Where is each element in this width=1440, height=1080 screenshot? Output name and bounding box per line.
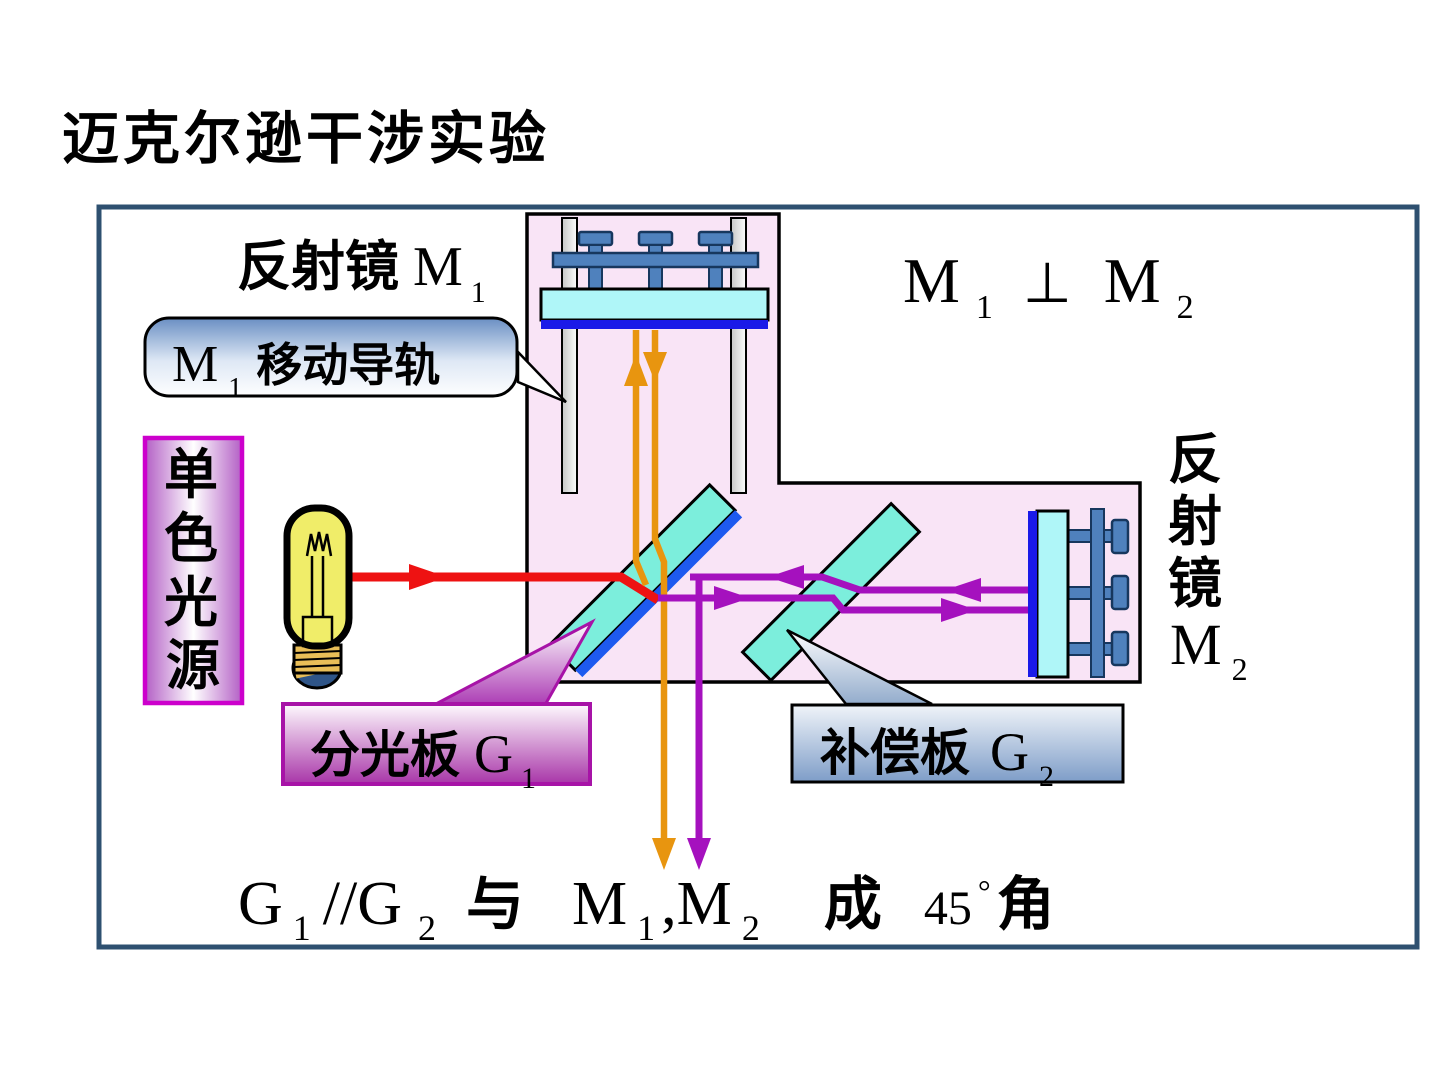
m1-rail-group	[561, 217, 747, 494]
mirror-m2-glass	[1035, 509, 1070, 679]
lamp-glass-body	[283, 504, 353, 650]
beam-purple-out-arrow-2	[941, 598, 977, 622]
rail-right	[730, 217, 747, 494]
m2-mount-bar	[1090, 508, 1105, 678]
beam-purple-return-arrow-1	[945, 578, 981, 602]
rail-callout-box: M 1 移动导轨	[143, 316, 519, 404]
label-relation: M 1 ⊥ M 2	[903, 245, 1194, 326]
splitter-label-box: 分光板 G 1	[281, 702, 592, 795]
m2-bolt-cap	[1110, 574, 1130, 611]
rail-left	[561, 217, 578, 494]
lamp-screw-ridge	[293, 664, 342, 668]
beam-purple-return	[690, 573, 1028, 594]
beam-purple-out-arrow-1	[714, 586, 750, 610]
m1-mount-bar	[551, 251, 760, 269]
beam-orange-up-arrow	[624, 354, 648, 386]
lamp-filament	[305, 531, 333, 557]
m1-bolt-cap	[697, 230, 734, 247]
m1-bolt-cap	[637, 230, 674, 247]
beam-orange-down	[651, 330, 668, 840]
beam-purple-exit-arrow	[687, 838, 711, 870]
mirror-m1-assembly	[539, 230, 770, 329]
label-formula: G 1 //G 2 与 M 1 ,M 2 成 45 ° 角	[238, 870, 1055, 948]
beam-orange-up	[632, 330, 649, 587]
label-mirror-m1: 反射镜 M 1	[237, 236, 486, 309]
compensator-label-box: 补偿板 G 2	[790, 703, 1125, 793]
mirror-m2-assembly	[1028, 508, 1130, 679]
lamp-filament-support	[301, 615, 334, 648]
rail-callout-label: M 1 移动导轨	[172, 336, 440, 404]
rail-callout-bg	[143, 316, 519, 398]
compensator-label-bg	[790, 703, 1125, 784]
page-title: 迈克尔逊干涉实验	[62, 108, 550, 171]
beam-paths	[345, 330, 1028, 870]
splitter-label: 分光板 G 1	[310, 724, 536, 795]
splitter-label-bg	[281, 702, 592, 786]
m2-bolt-cap	[1110, 518, 1130, 555]
light-source-label: 单 色 光 源	[164, 445, 222, 696]
light-source-box: 单 色 光 源	[142, 435, 245, 706]
label-mirror-m2: 反 射 镜 M 2	[1168, 430, 1248, 687]
m1-bolt-cap	[577, 230, 614, 247]
lamp-screw-ridge	[293, 650, 342, 654]
beam-orange-exit-arrow	[652, 838, 676, 870]
m2-bolt-cap	[1110, 630, 1130, 667]
lamp-bulb-icon	[283, 504, 353, 690]
beam-purple-return-arrow-2	[768, 565, 804, 589]
beam-orange-down-arrow	[643, 352, 667, 382]
light-source-bg	[142, 435, 245, 706]
compensator-label: 补偿板 G 2	[820, 722, 1054, 793]
splitter-coating	[575, 510, 743, 678]
mirror-m2-coating	[1028, 511, 1037, 677]
beam-red-arrow	[409, 564, 447, 590]
mirror-m1-glass	[539, 287, 770, 322]
lamp-screw-ridge	[293, 657, 342, 661]
mirror-m1-coating	[541, 320, 768, 329]
